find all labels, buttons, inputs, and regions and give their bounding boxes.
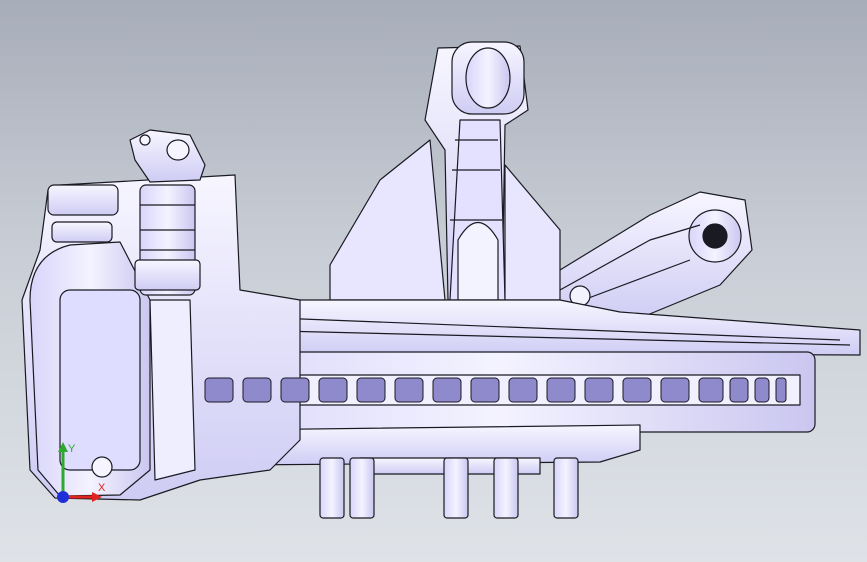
view-orientation-triad[interactable]: Y X (48, 440, 108, 510)
x-axis-label: X (98, 482, 106, 494)
upper-control-arm-mount (424, 41, 529, 301)
brake-line-fitting (47, 184, 119, 243)
wheel-studs (319, 457, 579, 519)
tie-rod-arm (519, 191, 753, 323)
y-axis-label: Y (68, 443, 76, 455)
z-axis-dot (57, 491, 69, 503)
caliper-guide-pin (134, 184, 201, 296)
brake-caliper (21, 174, 301, 501)
caliper-mount-ear (129, 129, 206, 183)
disc-vent-slots (204, 377, 787, 403)
knuckle-body (189, 139, 861, 356)
